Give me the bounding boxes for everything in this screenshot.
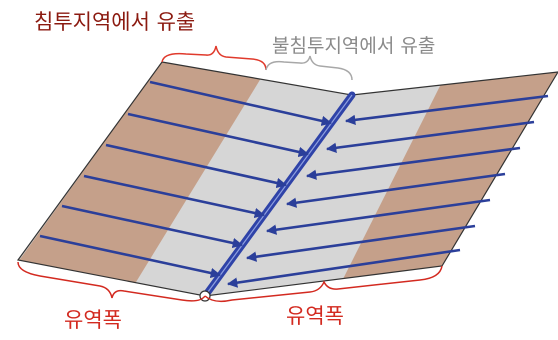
right-flow-width-brace — [204, 265, 443, 303]
right-flow-arrow — [325, 120, 535, 153]
right-flow-arrow — [305, 146, 521, 180]
right-flow-arrow — [226, 248, 461, 288]
left-flow-arrow — [127, 112, 310, 158]
right-flow-arrow — [285, 172, 506, 208]
left-flow-arrow — [39, 234, 222, 279]
left-flow-arrow — [105, 143, 288, 189]
right-flow-arrow — [265, 198, 491, 235]
left-flow-arrows — [39, 80, 333, 279]
right-flow-arrow — [245, 224, 476, 262]
left-flow-arrow — [61, 204, 244, 249]
right-flow-width-label: 유역폭 — [286, 304, 344, 328]
left-flow-arrow — [149, 80, 333, 127]
infiltration-runoff-label: 침투지역에서 유출 — [34, 10, 196, 34]
left-pervious-area — [18, 62, 266, 296]
right-flow-arrows — [226, 94, 549, 288]
left-flow-arrow — [83, 174, 266, 219]
impervious-area-brace — [265, 55, 353, 81]
impervious-runoff-label: 불침투지역에서 유출 — [272, 35, 436, 57]
left-flow-width-label: 유역폭 — [64, 308, 122, 332]
left-flow-width-brace — [17, 261, 206, 302]
right-flow-arrow — [344, 94, 549, 126]
infiltration-area-brace — [161, 45, 267, 71]
